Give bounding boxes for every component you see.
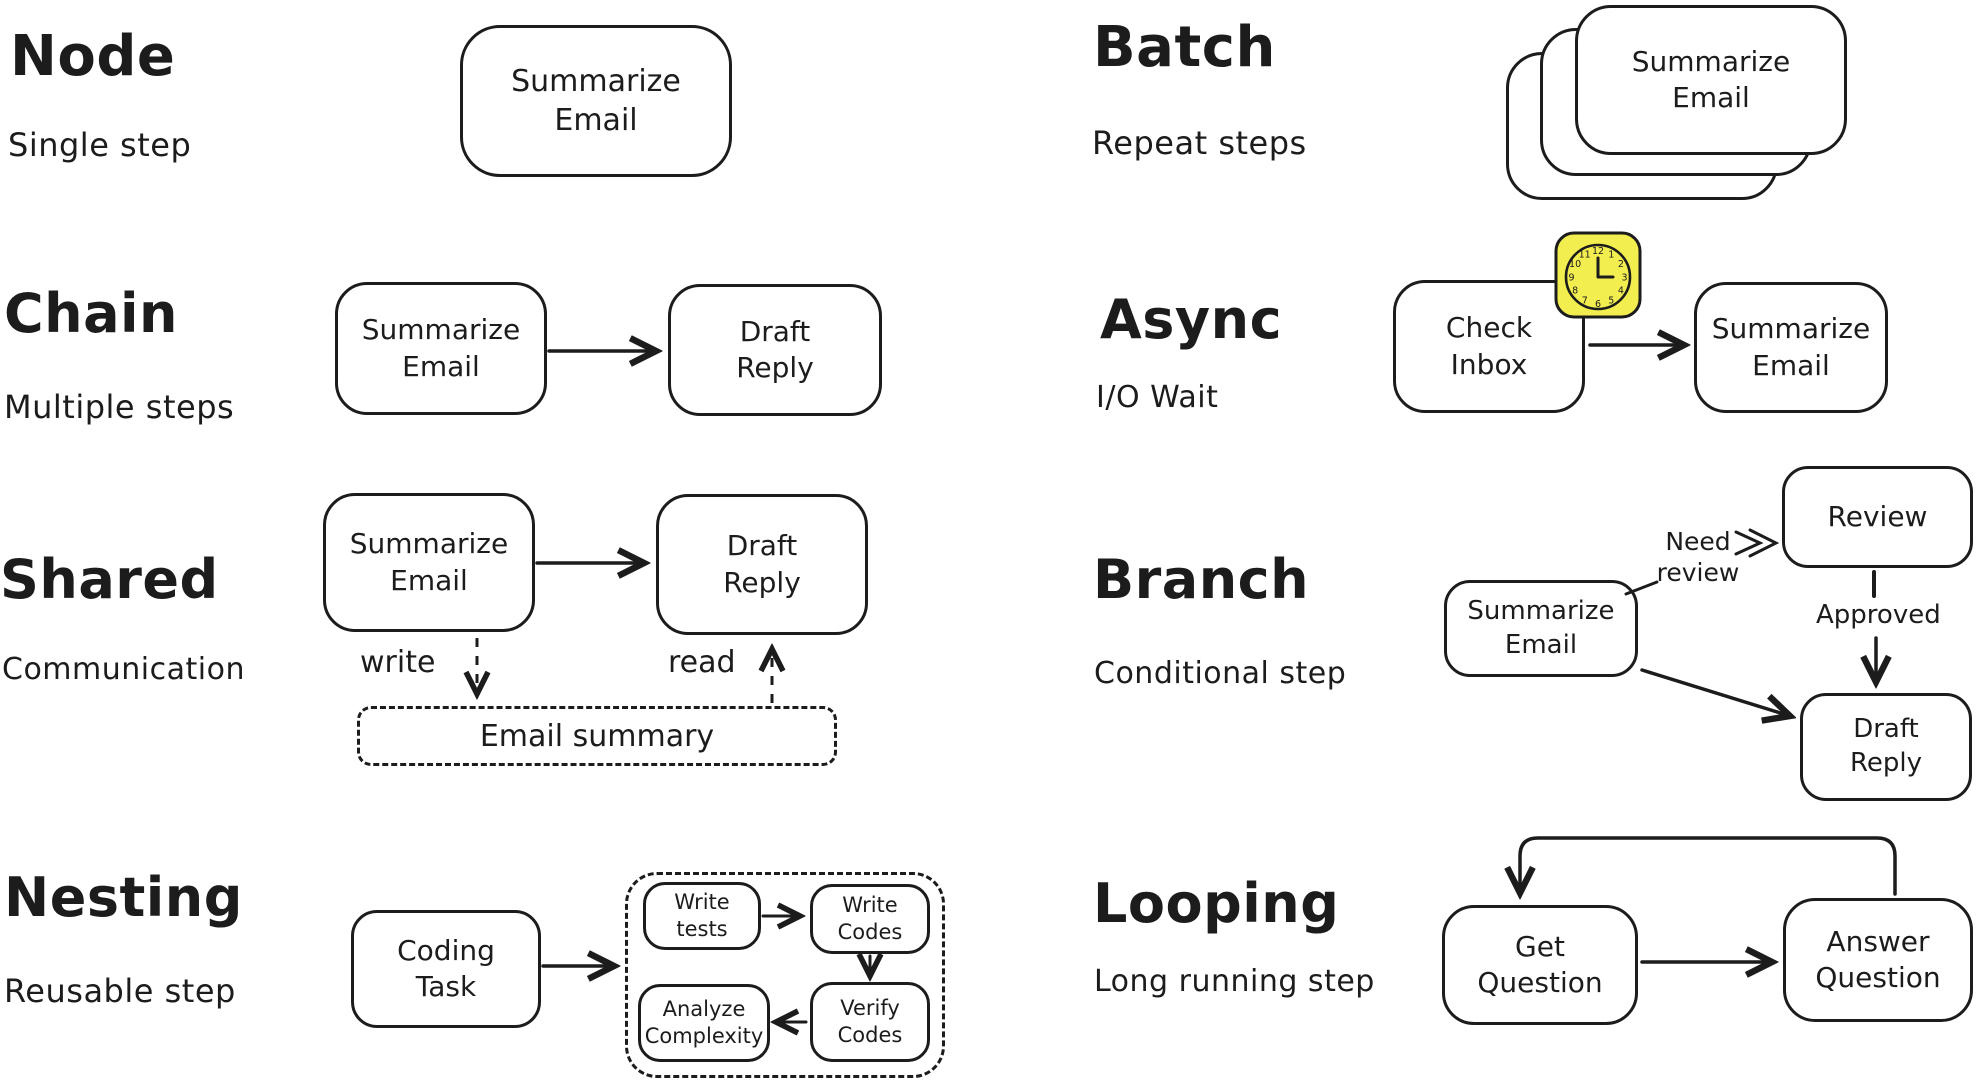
looping-step-box-get-question: Get Question	[1442, 905, 1638, 1025]
branch-need-review-chevron-2	[1748, 528, 1780, 558]
nesting-step-box-coding-task: Coding Task	[351, 910, 541, 1028]
async-section-title: Async	[1100, 288, 1283, 351]
shared-read-label: read	[668, 645, 736, 680]
clock-number: 7	[1582, 295, 1588, 306]
nesting-section-subtitle: Reusable step	[4, 972, 236, 1010]
branch-step-box-summarize: Summarize Email	[1444, 580, 1638, 677]
looping-section-title: Looping	[1093, 872, 1340, 935]
async-step-box-summarize: Summarize Email	[1694, 282, 1888, 413]
branch-need-review-label: Need review	[1656, 527, 1740, 588]
branch-arrow-summarize-to-draft	[1640, 668, 1790, 716]
nesting-inner-box-verify-codes: Verify Codes	[810, 982, 930, 1062]
chain-section-subtitle: Multiple steps	[4, 388, 235, 426]
clock-number: 1	[1608, 250, 1614, 261]
shared-section-title: Shared	[0, 548, 219, 611]
clock-number: 4	[1618, 286, 1624, 297]
clock-number: 5	[1608, 295, 1614, 306]
nesting-section-title: Nesting	[4, 866, 243, 929]
chain-step-box-draft: Draft Reply	[668, 284, 882, 416]
nesting-group-container	[625, 872, 945, 1078]
nesting-inner-box-write-tests: Write tests	[643, 882, 761, 950]
nesting-inner-box-analyze-complexity: Analyze Complexity	[638, 984, 770, 1062]
node-step-box: Summarize Email	[460, 25, 732, 177]
node-section-title: Node	[10, 24, 176, 89]
clock-number: 12	[1592, 246, 1604, 257]
batch-section-subtitle: Repeat steps	[1092, 124, 1307, 162]
clock-number: 10	[1569, 259, 1581, 270]
branch-step-box-review: Review	[1782, 466, 1973, 568]
batch-card-front: Summarize Email	[1575, 5, 1847, 155]
clock-number: 3	[1621, 272, 1627, 283]
shared-step-box-draft: Draft Reply	[656, 494, 868, 635]
chain-step-box-summarize: Summarize Email	[335, 282, 547, 415]
looping-step-box-answer-question: Answer Question	[1783, 898, 1973, 1022]
shared-write-label: write	[360, 645, 436, 680]
node-section-subtitle: Single step	[8, 126, 192, 164]
batch-section-title: Batch	[1093, 15, 1276, 80]
clock-number: 8	[1572, 286, 1578, 297]
shared-store-box: Email summary	[357, 706, 837, 766]
shared-section-subtitle: Communication	[2, 652, 245, 687]
clock-number: 6	[1595, 299, 1601, 310]
clock-number: 2	[1618, 259, 1624, 270]
branch-section-title: Branch	[1093, 548, 1310, 611]
nesting-inner-box-write-codes: Write Codes	[810, 884, 930, 954]
clock-number: 9	[1568, 272, 1574, 283]
branch-step-box-draft: Draft Reply	[1800, 693, 1972, 801]
chain-section-title: Chain	[4, 282, 178, 345]
async-step-box-check-inbox: Check Inbox	[1393, 280, 1585, 413]
looping-section-subtitle: Long running step	[1094, 964, 1375, 999]
branch-approved-label: Approved	[1816, 600, 1941, 630]
async-section-subtitle: I/O Wait	[1096, 380, 1219, 415]
shared-step-box-summarize: Summarize Email	[323, 493, 535, 632]
clock-number: 11	[1579, 250, 1591, 261]
branch-section-subtitle: Conditional step	[1094, 656, 1347, 691]
looping-loopback-arrow	[1520, 836, 1897, 894]
